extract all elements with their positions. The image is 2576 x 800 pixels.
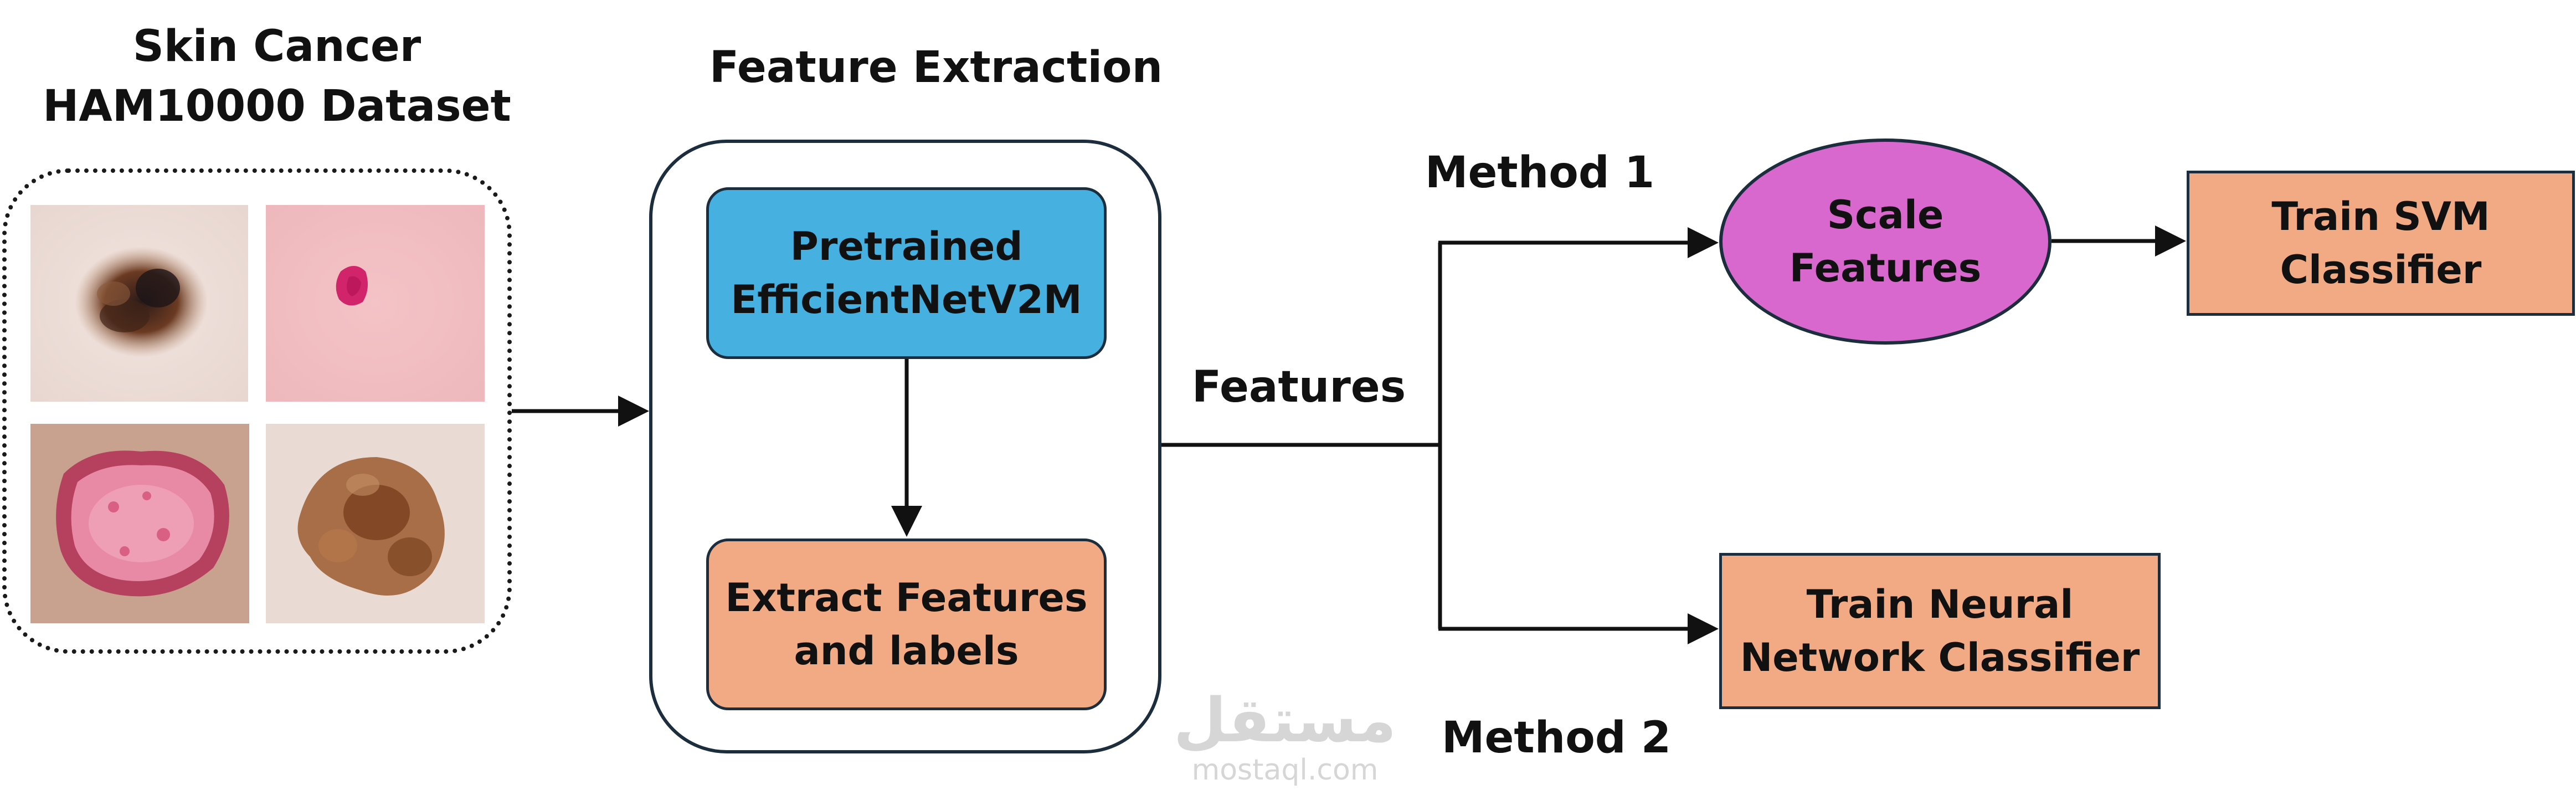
watermark-latin: mostaql.com [1191, 753, 1379, 787]
lesion-image-2 [266, 205, 485, 402]
scale-features-ellipse: Scale Features [1719, 139, 2051, 345]
nn-line2: Network Classifier [1740, 635, 2140, 680]
watermark: مستقل mostaql.com [1163, 687, 1407, 787]
train-svm-box: Train SVM Classifier [2187, 171, 2575, 316]
dataset-title-line2: HAM10000 Dataset [43, 81, 511, 131]
pretrained-line2: EfficientNetV2M [731, 277, 1082, 322]
lesion-image-4 [266, 424, 485, 623]
lesion-image-3 [30, 424, 249, 623]
dataset-title: Skin Cancer HAM10000 Dataset [33, 17, 521, 136]
extract-line1: Extract Features [725, 575, 1088, 620]
svm-line1: Train SVM [2271, 194, 2490, 239]
lesion-image-1 [30, 205, 248, 402]
feature-extraction-title: Feature Extraction [709, 43, 1163, 93]
nn-line1: Train Neural [1806, 582, 2074, 627]
dataset-title-line1: Skin Cancer [132, 22, 421, 71]
method1-label: Method 1 [1425, 148, 1655, 198]
dataset-image-container [2, 168, 512, 654]
feature-extraction-container [649, 140, 1161, 753]
pretrained-model-box: Pretrained EfficientNetV2M [706, 187, 1107, 359]
features-label: Features [1191, 362, 1406, 412]
train-neural-network-box: Train Neural Network Classifier [1719, 553, 2161, 709]
extract-line2: and labels [794, 628, 1019, 674]
pretrained-line1: Pretrained [790, 224, 1023, 269]
scale-line1: Scale [1827, 192, 1944, 238]
watermark-arabic: مستقل [1173, 685, 1397, 756]
svm-line2: Classifier [2280, 247, 2482, 293]
extract-features-box: Extract Features and labels [706, 539, 1107, 710]
scale-line2: Features [1789, 245, 1982, 291]
method2-label: Method 2 [1441, 713, 1672, 763]
